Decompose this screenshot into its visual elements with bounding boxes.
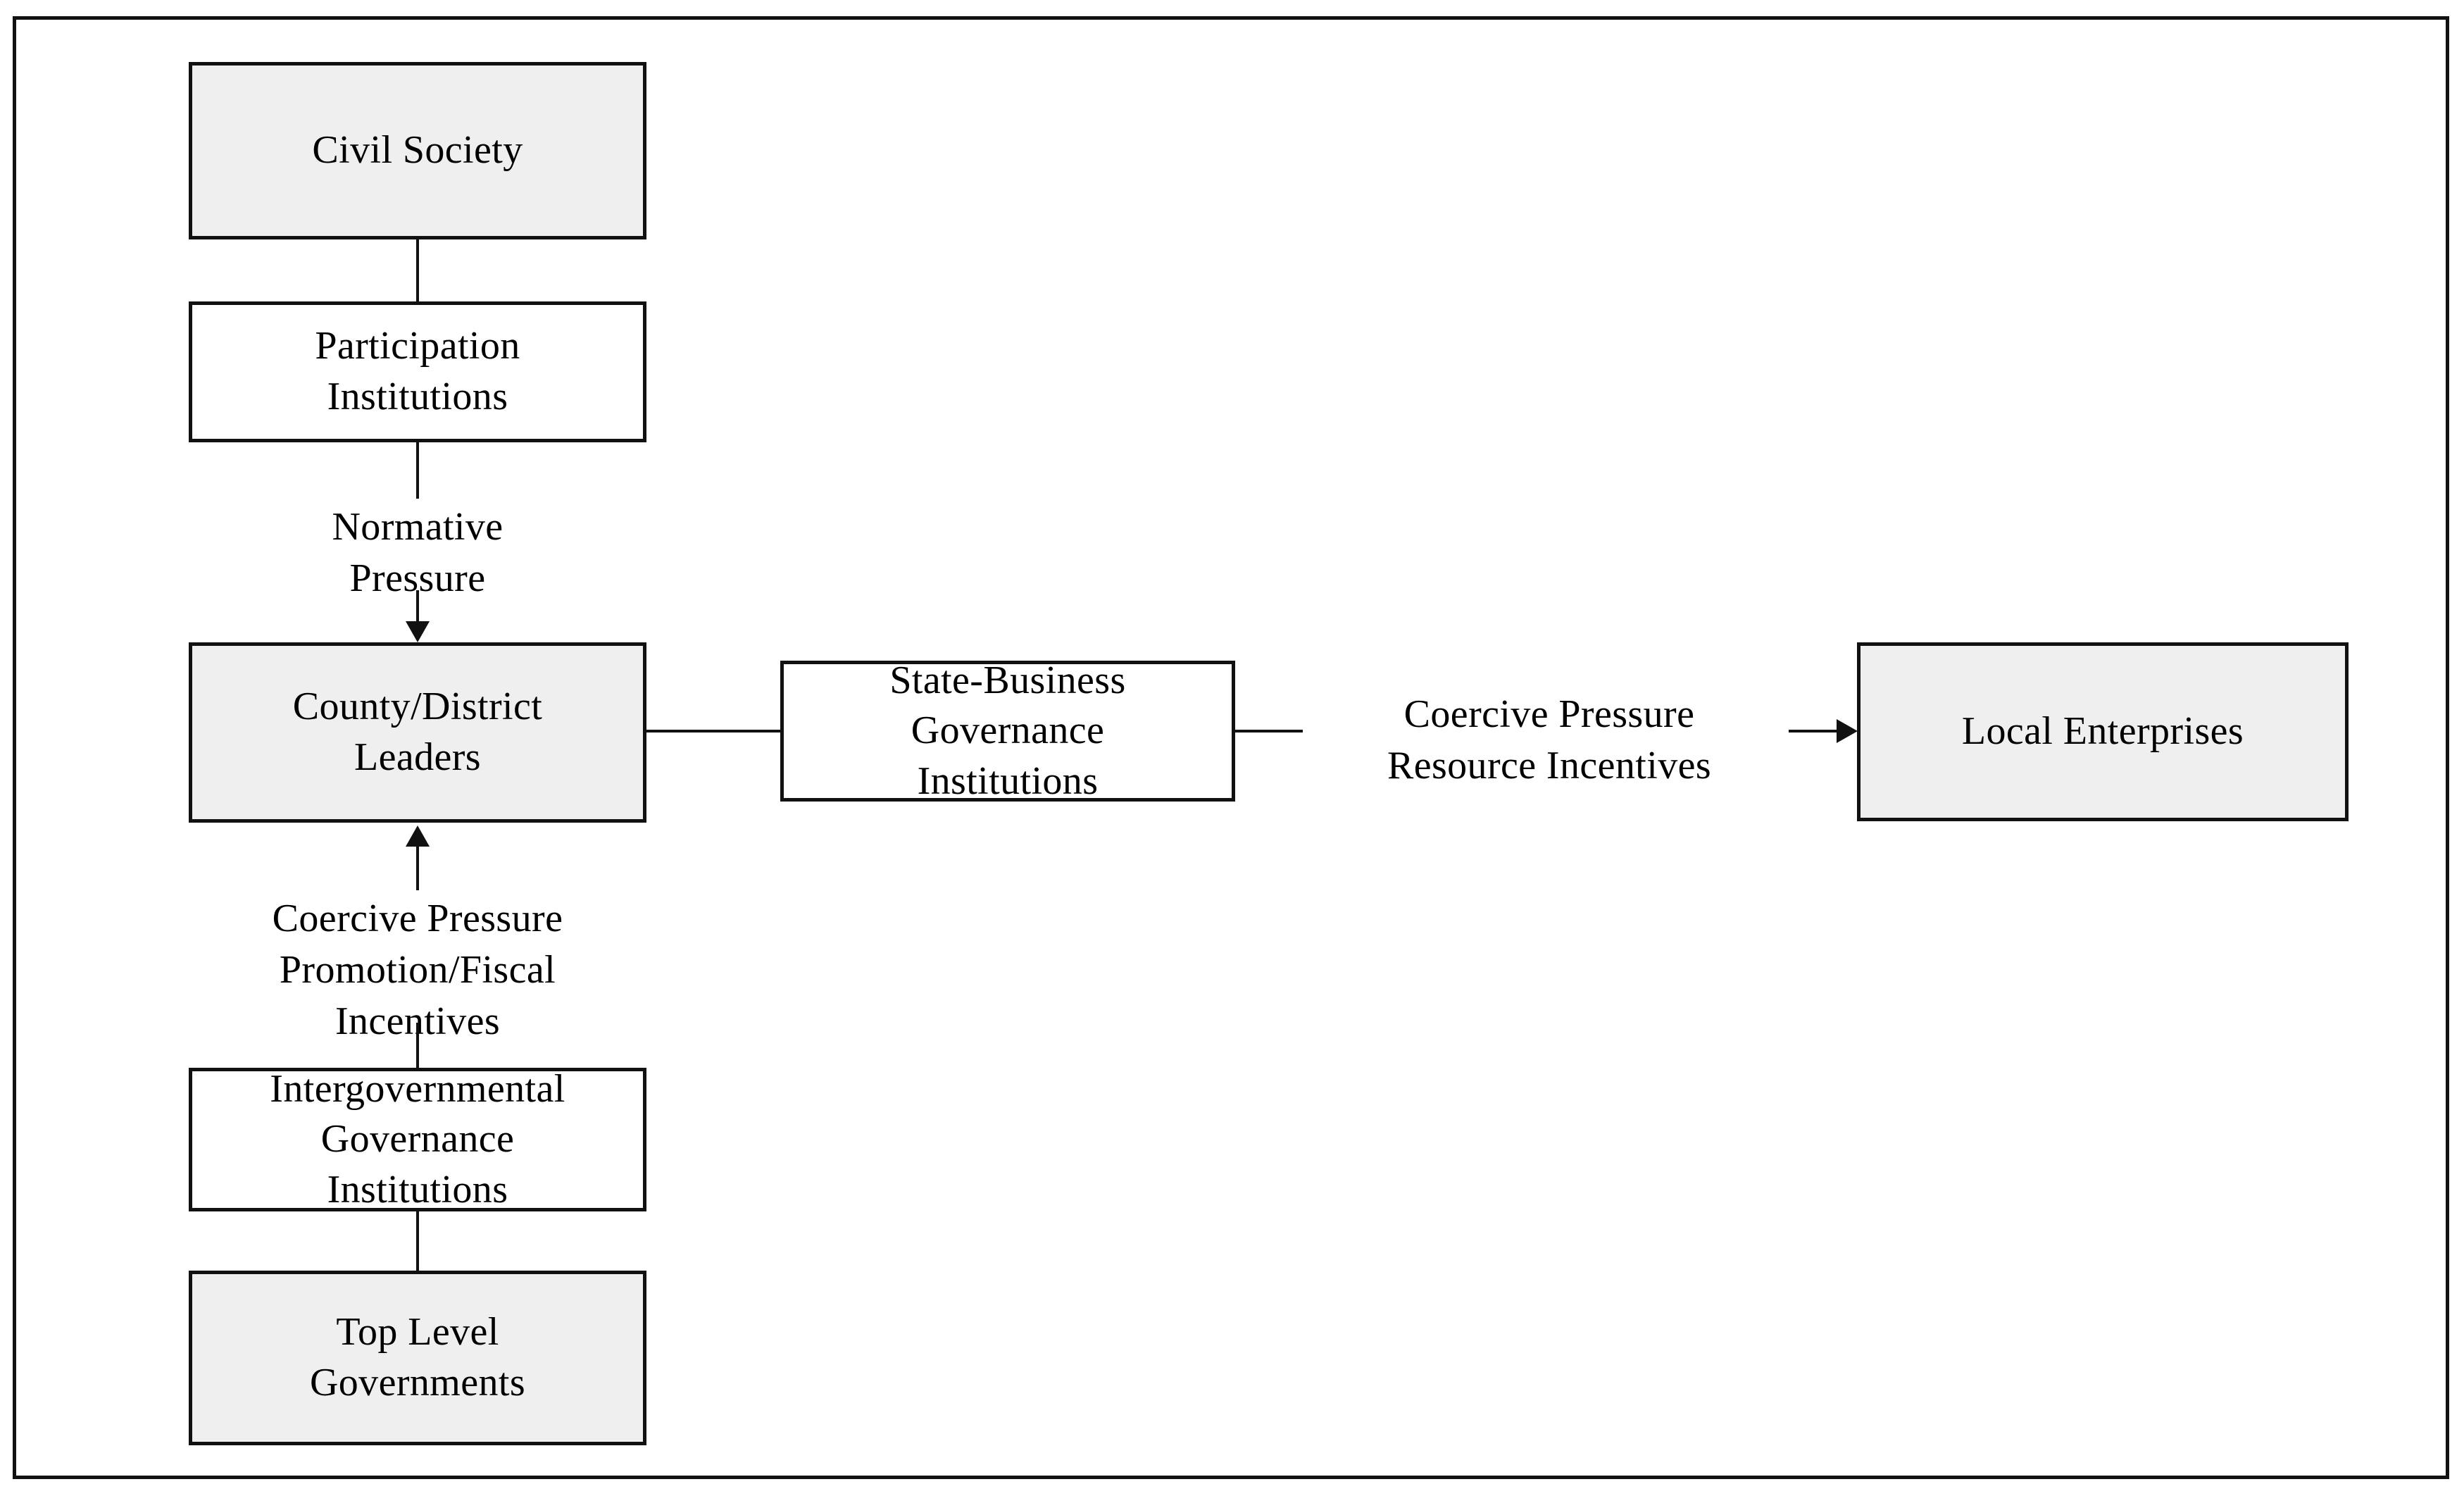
- node-civil-society-label: Civil Society: [312, 128, 523, 173]
- node-county-district-leaders-label: County/District Leaders: [292, 685, 543, 779]
- edge-label-normative-pressure: Normative Pressure: [332, 505, 504, 600]
- node-local-enterprises-label: Local Enterprises: [1961, 709, 2244, 754]
- edge-label-coercive-pressure-resource-incentives: Coercive Pressure Resource Incentives: [1387, 692, 1712, 787]
- node-top-level-governments-label: Top Level Governments: [309, 1310, 526, 1404]
- node-participation-institutions[interactable]: Participation Institutions: [189, 301, 646, 442]
- node-state-business-governance-institutions-label: State-Business Governance Institutions: [889, 658, 1126, 803]
- connector-top-level-governments-to-intergovernmental: [416, 1211, 419, 1271]
- connector-participation-to-normative-label: [416, 442, 419, 499]
- connector-state-business-to-coercive-resource-label: [1234, 730, 1303, 733]
- node-participation-institutions-label: Participation Institutions: [315, 324, 520, 418]
- edge-label-coercive-pressure-promotion-fiscal: Coercive Pressure Promotion/Fiscal Incen…: [272, 897, 563, 1043]
- connector-normative-label-to-county-leaders: [416, 590, 419, 624]
- arrowhead-right-into-local-enterprises: [1837, 719, 1858, 743]
- connector-civil-society-to-participation: [416, 239, 419, 301]
- node-county-district-leaders[interactable]: County/District Leaders: [189, 642, 646, 823]
- node-top-level-governments[interactable]: Top Level Governments: [189, 1271, 646, 1445]
- connector-county-leaders-to-state-business: [646, 730, 782, 733]
- connector-coercive-resource-label-to-local-enterprises: [1789, 730, 1841, 733]
- arrowhead-up-into-county-leaders: [406, 825, 430, 847]
- node-intergovernmental-governance-institutions-label: Intergovernmental Governance Institution…: [270, 1066, 565, 1211]
- node-civil-society[interactable]: Civil Society: [189, 62, 646, 239]
- connector-intergovernmental-to-coercive-label: [416, 1023, 419, 1068]
- node-intergovernmental-governance-institutions[interactable]: Intergovernmental Governance Institution…: [189, 1067, 646, 1211]
- connector-coercive-label-to-county-leaders: [416, 847, 419, 890]
- node-state-business-governance-institutions[interactable]: State-Business Governance Institutions: [780, 659, 1235, 803]
- arrowhead-down-into-county-leaders: [406, 621, 430, 642]
- node-local-enterprises[interactable]: Local Enterprises: [1857, 642, 2349, 821]
